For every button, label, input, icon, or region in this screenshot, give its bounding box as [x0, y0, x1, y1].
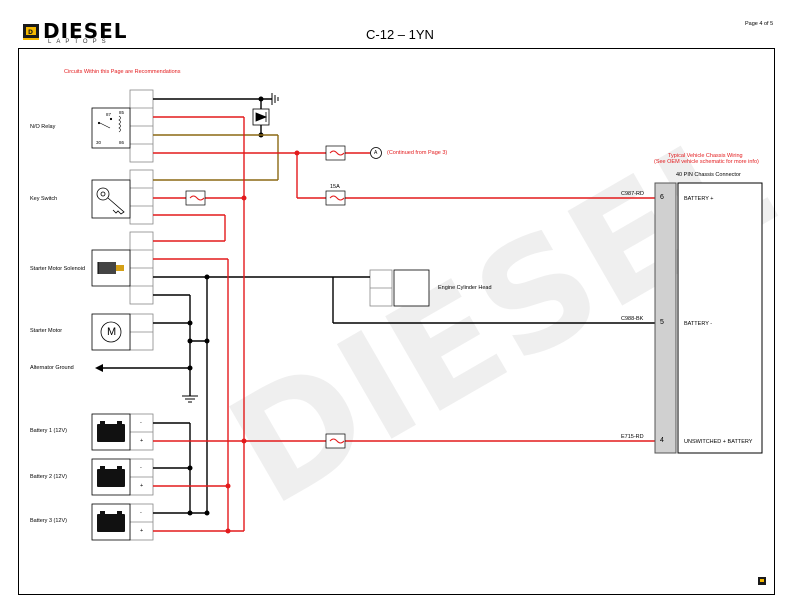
label-battery-1: Battery 1 (12V)	[30, 428, 67, 434]
svg-text:D: D	[28, 29, 33, 36]
relay-box	[91, 107, 131, 149]
motor-symbol: M	[107, 326, 117, 338]
solenoid-icon	[97, 262, 124, 274]
pin-4: 4	[660, 437, 664, 444]
relay-pin-30: 30	[96, 140, 102, 145]
chassis-connector-body	[677, 182, 763, 454]
label-ref-a: A	[374, 150, 378, 156]
logo-text: DIESEL	[43, 19, 128, 43]
label-fuse-15a: 15A	[330, 184, 340, 190]
typical-wiring-line1: Typical Vehicle Chassis Wiring	[668, 153, 743, 159]
battery1-pos: +	[140, 438, 144, 444]
fuse-key	[185, 190, 206, 206]
label-key-switch: Key Switch	[30, 196, 58, 202]
label-starter-motor: Starter Motor	[30, 328, 63, 334]
fuse-15a	[325, 190, 346, 206]
continued-note: (Continued from Page 3)	[387, 150, 448, 156]
wire-c988: C988-BK	[621, 316, 644, 322]
label-battery-3: Battery 3 (12V)	[30, 518, 67, 524]
label-starter-solenoid: Starter Motor Solenoid	[30, 266, 86, 272]
ref-a-circle	[370, 147, 382, 159]
label-battery-plus: BATTERY +	[684, 196, 714, 202]
recommendation-note: Circuits Within this Page are Recommenda…	[64, 69, 181, 75]
page-title: C-12 – 1YN	[366, 27, 434, 42]
page-frame	[18, 48, 775, 595]
logo: D DIESEL LAPTOPS	[22, 19, 127, 46]
fuse-battery	[325, 433, 346, 449]
label-battery-minus: BATTERY -	[684, 321, 713, 327]
fuse-relay	[325, 145, 346, 161]
pin-5: 5	[660, 319, 664, 326]
key-switch-box	[91, 179, 131, 219]
label-alternator-ground: Alternator Ground	[30, 365, 74, 371]
alternator-ground-arrow	[95, 364, 103, 372]
battery3-neg: -	[140, 510, 142, 516]
label-engine-head: Engine Cylinder Head	[438, 285, 492, 291]
battery3-pos: +	[140, 528, 144, 534]
engine-head-box	[393, 269, 430, 307]
wire-e715: E715-RD	[621, 434, 644, 440]
logo-subtext: LAPTOPS	[48, 39, 111, 45]
relay-pin-87: 87	[106, 112, 112, 117]
typical-wiring-line2: (See OEM vehicle schematic for more info…	[654, 159, 759, 165]
battery-icons	[97, 421, 125, 532]
logo-icon: D	[23, 24, 39, 40]
motor-icon	[100, 321, 122, 343]
label-no-relay: N/O Relay	[30, 124, 56, 130]
wire-c987: C987-RD	[621, 191, 644, 197]
page-number: Page 4 of 5	[745, 21, 774, 27]
pin-6: 6	[660, 194, 664, 201]
relay-pin-86: 86	[119, 140, 125, 145]
battery2-pos: +	[140, 483, 144, 489]
label-battery-2: Battery 2 (12V)	[30, 474, 67, 480]
diode	[252, 108, 270, 126]
battery2-neg: -	[140, 465, 142, 471]
chassis-connector-pins	[654, 182, 677, 454]
battery1-neg: -	[140, 420, 142, 426]
key-icon	[96, 187, 125, 215]
label-unswitched-battery: UNSWITCHED + BATTERY	[684, 439, 753, 445]
connector-title: 40 PIN Chassis Connector	[676, 172, 741, 178]
relay-pin-85: 85	[119, 110, 125, 115]
